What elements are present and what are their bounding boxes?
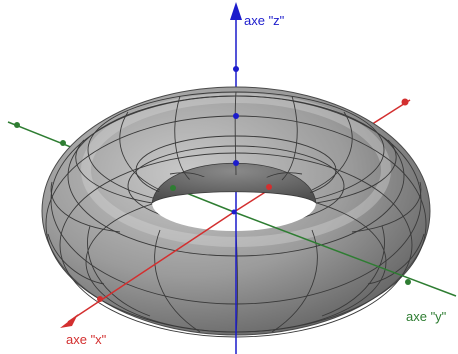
mesh-meridian (169, 172, 215, 187)
x-axis-label: axe "x" (66, 332, 107, 347)
x-axis-front (67, 211, 235, 323)
y-axis-point (170, 185, 176, 191)
origin-point (231, 209, 237, 215)
y-axis-point (405, 279, 411, 285)
y-axis-label: axe "y" (406, 309, 447, 324)
mesh-meridian (351, 181, 422, 233)
z-axis-point (233, 66, 239, 72)
x-axis-arrowhead (60, 314, 78, 328)
mesh-meridian (321, 225, 385, 317)
mesh-meridian (281, 95, 298, 181)
mesh-meridian (257, 172, 303, 187)
z-axis-point (233, 160, 239, 166)
mesh-meridian (311, 111, 353, 191)
mesh-meridian (75, 139, 153, 204)
mesh-ring (135, 135, 337, 205)
mesh-meridian (47, 233, 105, 285)
mesh-meridian (315, 139, 397, 204)
mesh-meridian (87, 225, 151, 317)
mesh-meridian (174, 95, 191, 181)
x-axis-point (266, 184, 272, 190)
z-axis-point (233, 113, 239, 119)
x-axis-point (97, 296, 103, 302)
mesh-meridian (234, 91, 237, 177)
y-axis-point (14, 122, 20, 128)
mesh-meridian (154, 229, 201, 333)
mesh-meridian (50, 181, 121, 233)
z-axis-arrowhead (230, 2, 242, 20)
y-axis-point (60, 140, 66, 146)
z-axis-label: axe "z" (244, 13, 285, 28)
torus-mesh-meridians (47, 91, 425, 336)
mesh-meridian (119, 111, 161, 191)
x-axis-point (401, 98, 409, 106)
mesh-meridian (367, 233, 425, 285)
y-axis-front (233, 211, 457, 297)
axes-front (60, 66, 457, 354)
